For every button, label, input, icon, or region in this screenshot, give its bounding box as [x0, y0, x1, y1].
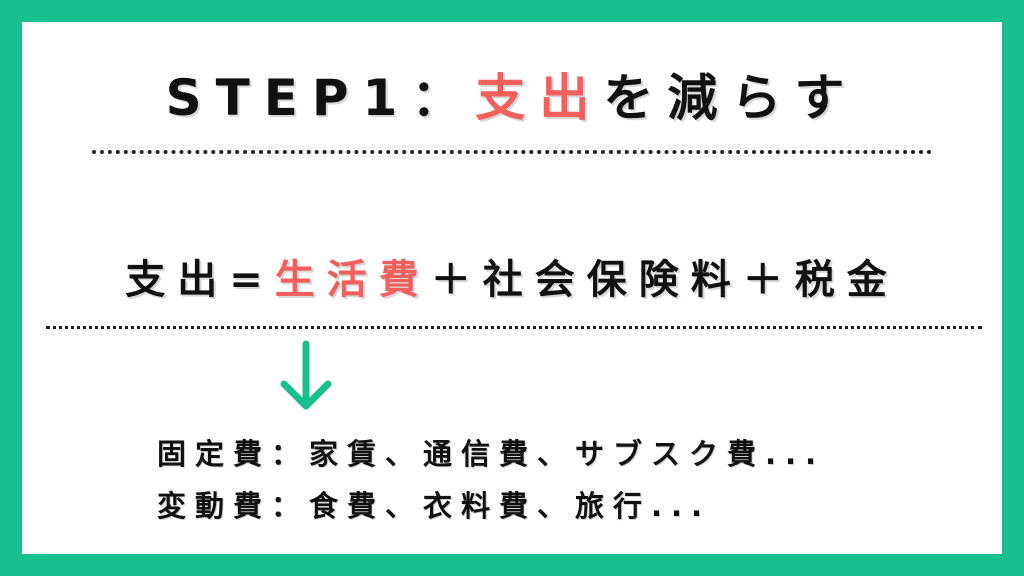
- formula-rhs: ＋社会保険料＋税金: [430, 257, 899, 303]
- variable-costs-line: 変動費：食費、衣料費、旅行...: [157, 489, 712, 523]
- page-title: STEP1：支出を減らす: [22, 68, 1002, 128]
- formula-lhs: 支出=: [125, 257, 275, 303]
- title-prefix: STEP1：: [165, 69, 476, 127]
- down-arrow-icon: [280, 340, 332, 410]
- formula-accent: 生活費: [274, 257, 431, 303]
- formula-divider: [46, 326, 982, 329]
- fixed-costs-line: 固定費：家賃、通信費、サブスク費...: [157, 437, 826, 471]
- title-divider: [92, 150, 932, 154]
- content-panel: STEP1：支出を減らす 支出=生活費＋社会保険料＋税金 固定費：家賃、通信費、…: [22, 22, 1002, 554]
- expense-formula: 支出=生活費＋社会保険料＋税金: [22, 254, 1002, 306]
- title-accent: 支出: [475, 69, 604, 127]
- title-suffix: を減らす: [603, 69, 859, 127]
